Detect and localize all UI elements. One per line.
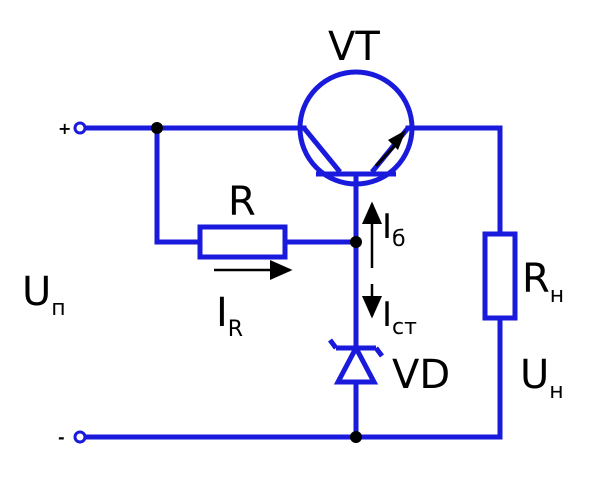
minus-terminal-icon	[73, 430, 87, 444]
current-base-label: Iб	[382, 207, 406, 252]
resistor-r-body	[197, 224, 288, 260]
input-voltage-label: Uп	[22, 269, 66, 321]
junction-dot-bottom	[350, 431, 362, 443]
transistor-symbol	[297, 69, 415, 190]
zener-diode-symbol	[328, 338, 384, 385]
plus-terminal-icon	[73, 121, 87, 135]
plus-terminal-label: +	[58, 119, 71, 138]
transistor-label: VT	[328, 24, 380, 70]
resistor-label: R	[228, 179, 256, 225]
emitter-arrow-shaft	[374, 138, 402, 168]
junction-dot-middle	[350, 236, 362, 248]
minus-terminal-label: -	[58, 428, 65, 447]
load-resistor-body	[482, 231, 518, 321]
current-r-label: IR	[216, 290, 243, 342]
junction-dot-top	[151, 122, 163, 134]
current-zener-label: Iст	[382, 295, 417, 340]
load-voltage-label: Uн	[520, 352, 564, 404]
load-resistor-label: Rн	[522, 256, 564, 308]
zener-label: VD	[392, 352, 450, 398]
emitter-arrow-icon	[388, 130, 406, 150]
